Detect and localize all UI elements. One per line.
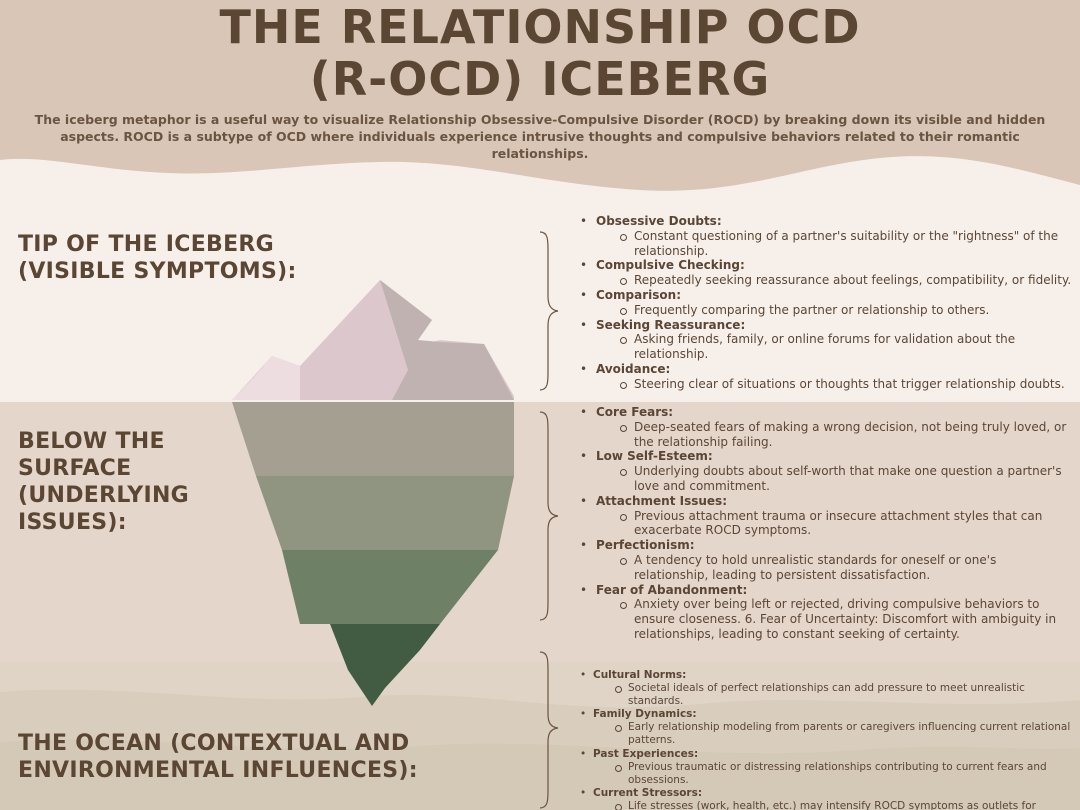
tip-brace: [539, 231, 559, 391]
list-item: Attachment Issues:Previous attachment tr…: [578, 494, 1073, 538]
header-wave-shape: [0, 0, 1080, 191]
section-label-tip: TIP OF THE ICEBERG (VISIBLE SYMPTOMS):: [18, 232, 297, 284]
ocean-list: Cultural Norms:Societal ideals of perfec…: [578, 669, 1073, 810]
list-item: Obsessive Doubts:Constant questioning of…: [578, 214, 1073, 258]
item-detail: Anxiety over being left or rejected, dri…: [596, 597, 1073, 641]
iceberg-layer-2: [256, 476, 514, 550]
item-heading: Core Fears:: [596, 405, 674, 419]
ocean-brace: [539, 651, 559, 809]
item-detail: Life stresses (work, health, etc.) may i…: [593, 800, 1073, 810]
section-label-below: BELOW THE SURFACE (UNDERLYING ISSUES):: [18, 429, 190, 535]
title-line-1: THE RELATIONSHIP OCD: [219, 0, 861, 54]
item-heading: Current Stressors:: [593, 786, 703, 799]
list-item: Low Self-Esteem:Underlying doubts about …: [578, 449, 1073, 493]
item-detail: Asking friends, family, or online forums…: [596, 332, 1073, 362]
item-heading: Avoidance:: [596, 361, 671, 376]
item-detail: Constant questioning of a partner's suit…: [596, 229, 1073, 259]
item-detail: Steering clear of situations or thoughts…: [596, 377, 1073, 392]
item-detail: Underlying doubts about self-worth that …: [596, 464, 1073, 494]
iceberg-layer-3: [282, 550, 498, 624]
below-brace: [539, 411, 559, 621]
iceberg-tip-shade: [380, 280, 514, 400]
item-heading: Compulsive Checking:: [596, 258, 745, 273]
iceberg-layer-4: [300, 624, 440, 706]
list-item: Current Stressors:Life stresses (work, h…: [578, 787, 1073, 810]
item-detail: Deep-seated fears of making a wrong deci…: [596, 420, 1073, 450]
item-heading: Perfectionism:: [596, 538, 695, 553]
item-heading: Obsessive Doubts:: [596, 214, 722, 228]
tip-list: Obsessive Doubts:Constant questioning of…: [578, 214, 1073, 392]
item-heading: Low Self-Esteem:: [596, 449, 713, 464]
item-detail: A tendency to hold unrealistic standards…: [596, 553, 1073, 583]
below-list: Core Fears:Deep-seated fears of making a…: [578, 405, 1073, 642]
list-item: Avoidance:Steering clear of situations o…: [578, 362, 1073, 392]
iceberg-layer-1: [232, 402, 514, 476]
item-heading: Seeking Reassurance:: [596, 317, 746, 332]
intro-text: The iceberg metaphor is a useful way to …: [34, 112, 1046, 161]
section-label-ocean: THE OCEAN (CONTEXTUAL AND ENVIRONMENTAL …: [18, 731, 418, 783]
list-item: Comparison:Frequently comparing the part…: [578, 288, 1073, 318]
item-heading: Fear of Abandonment:: [596, 582, 748, 597]
page-title: THE RELATIONSHIP OCD (R-OCD) ICEBERG: [0, 0, 1080, 104]
item-detail: Repeatedly seeking reassurance about fee…: [596, 273, 1073, 288]
list-item: Past Experiences:Previous traumatic or d…: [578, 748, 1073, 787]
list-item: Cultural Norms:Societal ideals of perfec…: [578, 669, 1073, 708]
title-line-2: (R-OCD) ICEBERG: [309, 52, 771, 106]
item-heading: Cultural Norms:: [593, 669, 687, 681]
list-item: Core Fears:Deep-seated fears of making a…: [578, 405, 1073, 449]
item-detail: Frequently comparing the partner or rela…: [596, 303, 1073, 318]
item-detail: Previous attachment trauma or insecure a…: [596, 509, 1073, 539]
item-heading: Past Experiences:: [593, 747, 699, 760]
list-item: Seeking Reassurance:Asking friends, fami…: [578, 318, 1073, 362]
list-item: Compulsive Checking:Repeatedly seeking r…: [578, 258, 1073, 288]
item-detail: Early relationship modeling from parents…: [593, 721, 1073, 747]
iceberg-illustration: [232, 280, 514, 706]
iceberg-tip-highlight: [232, 356, 300, 400]
list-item: Fear of Abandonment:Anxiety over being l…: [578, 583, 1073, 642]
item-detail: Previous traumatic or distressing relati…: [593, 761, 1073, 787]
item-heading: Family Dynamics:: [593, 708, 697, 721]
header-band: THE RELATIONSHIP OCD (R-OCD) ICEBERG The…: [0, 0, 1080, 200]
item-heading: Attachment Issues:: [596, 493, 727, 508]
item-heading: Comparison:: [596, 287, 682, 302]
list-item: Perfectionism:A tendency to hold unreali…: [578, 538, 1073, 582]
list-item: Family Dynamics:Early relationship model…: [578, 708, 1073, 747]
item-detail: Societal ideals of perfect relationships…: [593, 682, 1073, 708]
